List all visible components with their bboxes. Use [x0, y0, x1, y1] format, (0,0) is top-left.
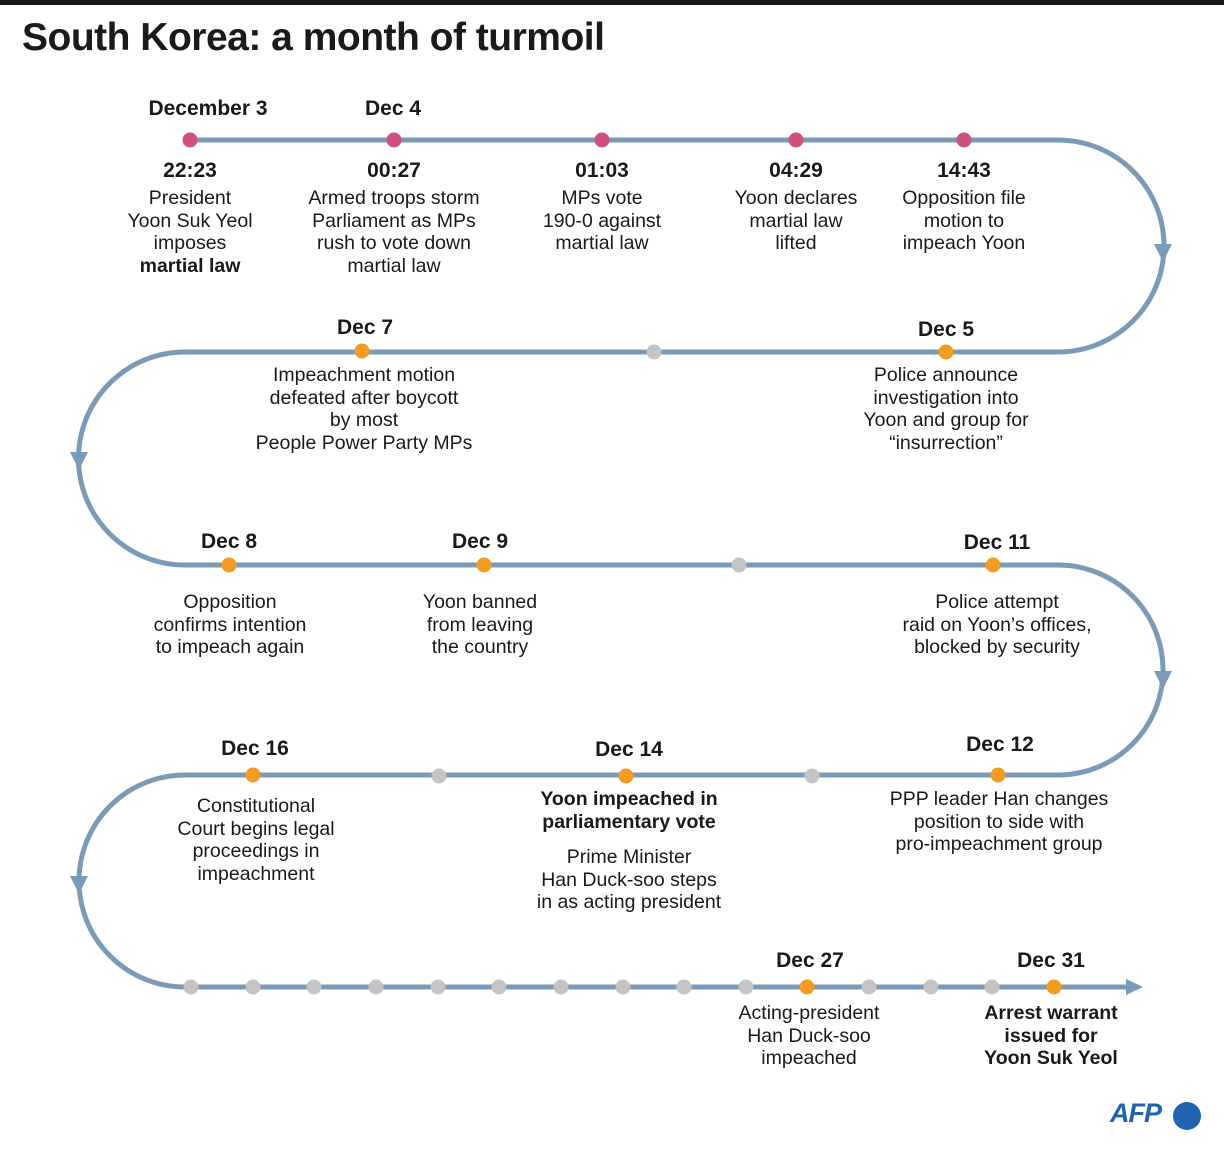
event-label: Opposition confirms intention to impeach…	[153, 591, 307, 658]
grey-timeline-dot	[804, 768, 820, 784]
event-label: Armed troops storm Parliament as MPs rus…	[308, 187, 480, 277]
event-label: Yoon declares martial law lifted	[734, 187, 858, 254]
grey-timeline-dot	[430, 979, 446, 995]
event-time: 22:23	[163, 159, 217, 182]
orange-timeline-dot	[990, 767, 1006, 783]
date-dec-4: Dec 4	[364, 97, 422, 120]
grey-timeline-dot	[245, 979, 261, 995]
event-label: Yoon banned from leaving the country	[422, 591, 538, 658]
event-label: President Yoon Suk Yeol imposes martial …	[127, 187, 252, 277]
grey-timeline-dot	[553, 979, 569, 995]
arrow-right-icon	[1126, 979, 1143, 995]
event-label: Police attempt raid on Yoon’s offices, b…	[902, 591, 1092, 658]
orange-timeline-dot	[985, 557, 1001, 573]
grey-timeline-dot	[984, 979, 1000, 995]
grey-timeline-dot	[923, 979, 939, 995]
orange-timeline-dot	[1046, 979, 1062, 995]
orange-timeline-dot	[938, 344, 954, 360]
date-dec-11: Dec 11	[963, 531, 1031, 554]
event-label: Constitutional Court begins legal procee…	[177, 795, 335, 885]
grey-timeline-dot	[676, 979, 692, 995]
orange-timeline-dot	[245, 767, 261, 783]
pink-timeline-dot	[594, 132, 610, 148]
date-dec-12: Dec 12	[966, 733, 1034, 756]
event-time: 00:27	[367, 159, 421, 182]
event-label: Police announce investigation into Yoon …	[863, 364, 1029, 454]
chevron-down-icon	[1154, 671, 1172, 689]
date-dec-31: Dec 31	[1017, 949, 1085, 972]
grey-timeline-dot	[738, 979, 754, 995]
pink-timeline-dot	[386, 132, 402, 148]
timeline-track	[76, 137, 1167, 990]
grey-timeline-dot	[861, 979, 877, 995]
orange-timeline-dot	[476, 557, 492, 573]
date-dec-16: Dec 16	[221, 737, 289, 760]
chevron-down-icon	[70, 876, 88, 894]
chevron-down-icon	[1154, 244, 1172, 262]
pink-timeline-dot	[182, 132, 198, 148]
orange-timeline-dot	[354, 343, 370, 359]
event-label-bold: Yoon impeached in parliamentary vote	[540, 788, 718, 833]
event-time: 01:03	[575, 159, 629, 182]
date-dec-8: Dec 8	[200, 530, 258, 553]
event-time: 04:29	[769, 159, 823, 182]
orange-timeline-dot	[221, 557, 237, 573]
event-label: Impeachment motion defeated after boycot…	[255, 364, 473, 454]
grey-timeline-dot	[306, 979, 322, 995]
event-label: Acting-president Han Duck-soo impeached	[738, 1002, 880, 1069]
event-label-bold: Arrest warrant issued for Yoon Suk Yeol	[984, 1002, 1118, 1069]
orange-timeline-dot	[618, 768, 634, 784]
date-dec-7: Dec 7	[336, 316, 394, 339]
grey-timeline-dot	[615, 979, 631, 995]
date-dec-5: Dec 5	[917, 318, 975, 341]
event-text-bold: martial law	[139, 254, 241, 277]
afp-logo-dot-icon	[1173, 1102, 1201, 1130]
event-label: Opposition file motion to impeach Yoon	[902, 187, 1026, 254]
date-december-3: December 3	[148, 97, 268, 120]
event-time: 14:43	[937, 159, 991, 182]
date-dec-27: Dec 27	[776, 949, 844, 972]
event-text: President Yoon Suk Yeol imposes	[127, 187, 253, 254]
event-label: Prime Minister Han Duck-soo steps in as …	[536, 846, 722, 913]
afp-logo: AFP	[1110, 1098, 1162, 1128]
grey-timeline-dot	[183, 979, 199, 995]
timeline-dots	[182, 132, 1062, 995]
event-label: PPP leader Han changes position to side …	[889, 788, 1109, 855]
top-rule	[0, 0, 1224, 5]
chevron-down-icon	[70, 452, 88, 470]
date-dec-9: Dec 9	[451, 530, 509, 553]
grey-timeline-dot	[731, 557, 747, 573]
date-dec-14: Dec 14	[595, 738, 663, 761]
grey-timeline-dot	[431, 768, 447, 784]
grey-timeline-dot	[646, 344, 662, 360]
grey-timeline-dot	[491, 979, 507, 995]
pink-timeline-dot	[788, 132, 804, 148]
grey-timeline-dot	[368, 979, 384, 995]
page-title: South Korea: a month of turmoil	[22, 16, 605, 59]
event-label: MPs vote 190-0 against martial law	[542, 187, 662, 254]
orange-timeline-dot	[799, 979, 815, 995]
pink-timeline-dot	[956, 132, 972, 148]
